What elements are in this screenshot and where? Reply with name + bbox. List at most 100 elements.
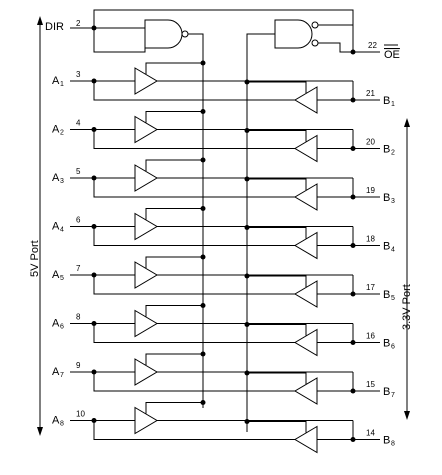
buffer-a1-to-b1 (134, 67, 158, 95)
buffer-a5-to-b5 (134, 261, 158, 289)
a2-subscript: 2 (60, 130, 64, 137)
a3-subscript: 3 (60, 178, 64, 185)
b2-node (350, 146, 356, 151)
a5-return-wire (93, 275, 295, 295)
a7-enable-node (200, 351, 206, 357)
a1-pin-number: 3 (76, 70, 81, 79)
a6-label: A (52, 318, 60, 330)
oe-pin-number: 22 (368, 41, 377, 50)
b4-enable-node (244, 225, 250, 230)
b3-label: B (383, 192, 390, 204)
a4-enable-node (200, 206, 206, 211)
buffer-a8-to-b8 (134, 406, 158, 435)
a6-return-wire (93, 323, 295, 343)
b2-enable-wire (247, 130, 307, 142)
a5-subscript: 5 (60, 275, 64, 282)
right-port-arrow (404, 118, 410, 420)
a4-pin-number: 6 (76, 216, 81, 225)
right-port-label: 3.3V Port (401, 284, 413, 330)
buffer-a2-to-b2 (134, 115, 158, 144)
a4-label: A (52, 221, 60, 233)
a3-enable-node (200, 157, 206, 163)
a5-label: A (52, 269, 60, 281)
b5-enable-node (244, 273, 250, 279)
a2-enable-wire (145, 111, 203, 123)
b8-enable-node (244, 419, 250, 424)
b7-label: B (383, 386, 390, 398)
b5-pin-number: 17 (366, 283, 375, 292)
b4-subscript: 4 (391, 247, 395, 254)
b7-enable-wire (247, 372, 307, 384)
a1-subscript: 1 (60, 81, 64, 88)
dir-label: DIR (45, 21, 64, 33)
a5-pin-number: 7 (76, 264, 81, 273)
buffer-a4-to-b4 (134, 212, 158, 241)
a6-pin-number: 8 (76, 313, 81, 322)
b8-node (350, 437, 356, 442)
b7-node (350, 388, 356, 394)
b1-pin-number: 21 (366, 89, 375, 98)
b1-node (350, 97, 356, 103)
b2-label: B (383, 144, 390, 156)
b3-node (350, 194, 356, 200)
b5-label: B (383, 289, 390, 301)
b6-node (350, 340, 356, 345)
a7-return-wire (93, 372, 295, 392)
a3-enable-wire (145, 159, 203, 171)
a7-enable-wire (145, 353, 203, 365)
a6-subscript: 6 (60, 324, 64, 331)
buffer-a6-to-b6 (134, 309, 158, 338)
a8-subscript: 8 (60, 421, 64, 428)
a4-enable-wire (145, 208, 203, 220)
b4-enable-wire (247, 227, 307, 239)
dir-pin-number: 2 (76, 19, 81, 28)
a2-enable-node (200, 109, 206, 114)
b4-label: B (383, 241, 390, 253)
a7-pin-number: 9 (76, 361, 81, 370)
a5-enable-node (200, 254, 206, 260)
b3-enable-node (244, 176, 250, 182)
b3-pin-number: 19 (366, 186, 375, 195)
b6-pin-number: 16 (366, 332, 375, 341)
a8-pin-number: 10 (76, 410, 85, 419)
buffer-a7-to-b7 (134, 358, 158, 386)
a2-pin-number: 4 (76, 119, 81, 128)
b7-enable-node (244, 370, 250, 376)
a3-return-wire (93, 178, 295, 198)
nand-gate-a-enable (144, 19, 183, 49)
b8-label: B (383, 435, 390, 447)
a1-return-wire (93, 81, 295, 101)
nand-gate-a-bubble (181, 30, 189, 38)
b7-subscript: 7 (391, 392, 395, 399)
b6-enable-wire (247, 324, 307, 336)
b2-pin-number: 20 (366, 138, 375, 147)
b3-enable-wire (247, 178, 307, 190)
b5-node (350, 291, 356, 297)
a8-return-wire (93, 420, 295, 440)
a2-return-wire (93, 129, 295, 149)
left-port-label: 5V Port (29, 240, 41, 277)
b2-enable-node (244, 128, 250, 133)
a4-subscript: 4 (60, 227, 64, 234)
b3-subscript: 3 (391, 198, 395, 205)
a4-return-wire (93, 226, 295, 246)
a6-enable-wire (145, 305, 203, 317)
b6-label: B (383, 338, 390, 350)
oe-label: OE (384, 49, 400, 61)
a7-subscript: 7 (60, 372, 64, 379)
a5-enable-wire (145, 256, 203, 268)
a8-enable-wire (145, 402, 203, 414)
a3-pin-number: 5 (76, 167, 81, 176)
left-port-arrow (37, 16, 43, 436)
a8-label: A (52, 415, 60, 427)
b1-subscript: 1 (391, 101, 395, 108)
a1-label: A (52, 75, 60, 87)
a6-enable-node (200, 303, 206, 308)
nand-gate-b-input-bubble-1 (311, 21, 319, 29)
b6-subscript: 6 (391, 344, 395, 351)
b5-subscript: 5 (391, 295, 395, 302)
b1-enable-node (244, 79, 250, 85)
